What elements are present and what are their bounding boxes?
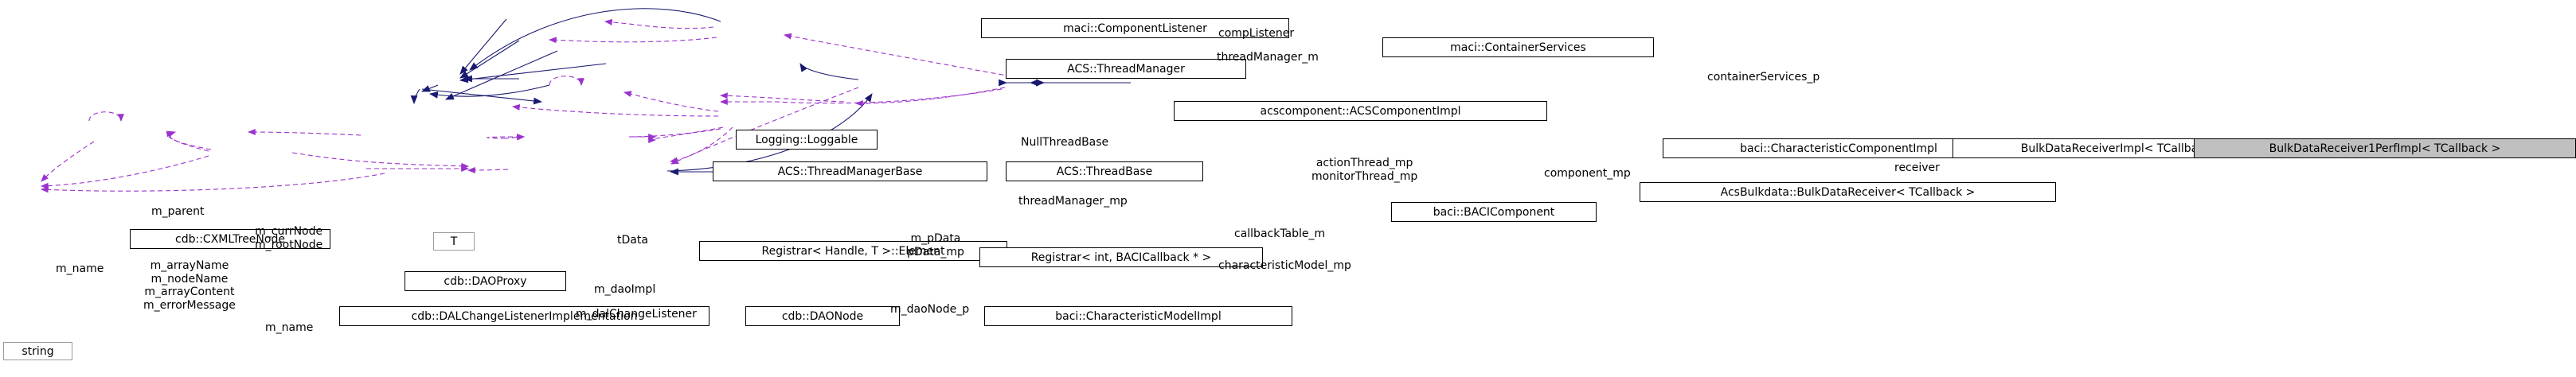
class-node-dalchangelistener[interactable]: cdb::DALChangeListenerImplementation [339,306,709,326]
class-node-threadmanagerbase[interactable]: ACS::ThreadManagerBase [713,161,987,181]
edge-label-componentmp_lbl: component_mp [1544,167,1631,180]
class-node-tparam[interactable]: T [433,232,475,251]
class-node-charmodelimpl[interactable]: baci::CharacteristicModelImpl [984,306,1292,326]
edge-label-mdaonodep_lbl: m_daoNode_p [890,303,970,316]
edge-label-mdalchange_lbl: m_dalChangeListener [576,308,697,321]
class-node-bdr1perfimpl[interactable]: BulkDataReceiver1PerfImpl< TCallback > [2194,138,2576,158]
edge-label-mparent_lbl: m_parent [151,205,205,218]
edge-label-charmodelmp_lbl: characteristicModel_mp [1218,259,1351,272]
class-node-acscomponentimpl[interactable]: acscomponent::ACSComponentImpl [1174,101,1547,121]
edge-label-tdata_lbl: tData [617,234,648,247]
class-node-cxmltreenode[interactable]: cdb::CXMLTreeNode [130,229,330,249]
edge-label-mdaoimpl_lbl: m_daoImpl [594,283,656,296]
class-node-registrarbaci[interactable]: Registrar< int, BACICallback * > [979,247,1263,267]
class-node-bacicomponent[interactable]: baci::BACIComponent [1391,202,1597,222]
edge-label-threadmanager_m_lbl: threadManager_m [1217,51,1319,64]
edge-label-receiver_lbl: receiver [1894,161,1940,174]
edge-label-containerservices_lbl: containerServices_p [1707,71,1820,84]
edge-label-arraynames_lbl: m_arrayName m_nodeName m_arrayContent m_… [143,259,236,312]
edge-label-callbacktable_lbl: callbackTable_m [1234,227,1326,240]
class-node-acsbulkdatarecv[interactable]: AcsBulkdata::BulkDataReceiver< TCallback… [1640,182,2056,202]
edge-label-complistener_lbl: compListener [1218,27,1295,40]
edge-label-threadmanagermp_lbl: threadManager_mp [1018,195,1128,208]
edge-label-mname_lbl2: m_name [265,321,314,334]
edge-label-actionthread_lbl: actionThread_mp monitorThread_mp [1311,157,1418,183]
class-node-registrarelem[interactable]: Registrar< Handle, T >::Element [699,241,1007,261]
class-node-daoproxy[interactable]: cdb::DAOProxy [405,271,566,291]
class-node-threadbase[interactable]: ACS::ThreadBase [1006,161,1203,181]
class-node-daonode[interactable]: cdb::DAONode [745,306,900,326]
edge-label-mname_lbl1: m_name [56,262,104,275]
class-node-threadmanager[interactable]: ACS::ThreadManager [1006,59,1246,79]
class-node-containerservices[interactable]: maci::ContainerServices [1382,37,1654,57]
edge-label-nullthreadbase_lbl: NullThreadBase [1021,136,1109,149]
class-node-complistener[interactable]: maci::ComponentListener [981,18,1289,38]
class-node-string[interactable]: string [3,342,72,360]
class-node-loggable[interactable]: Logging::Loggable [736,130,878,150]
edge-label-currnode_lbl: m_currNode m_rootNode [255,225,323,251]
edge-label-mpdata_lbl: m_pData pData_mp [907,232,964,258]
